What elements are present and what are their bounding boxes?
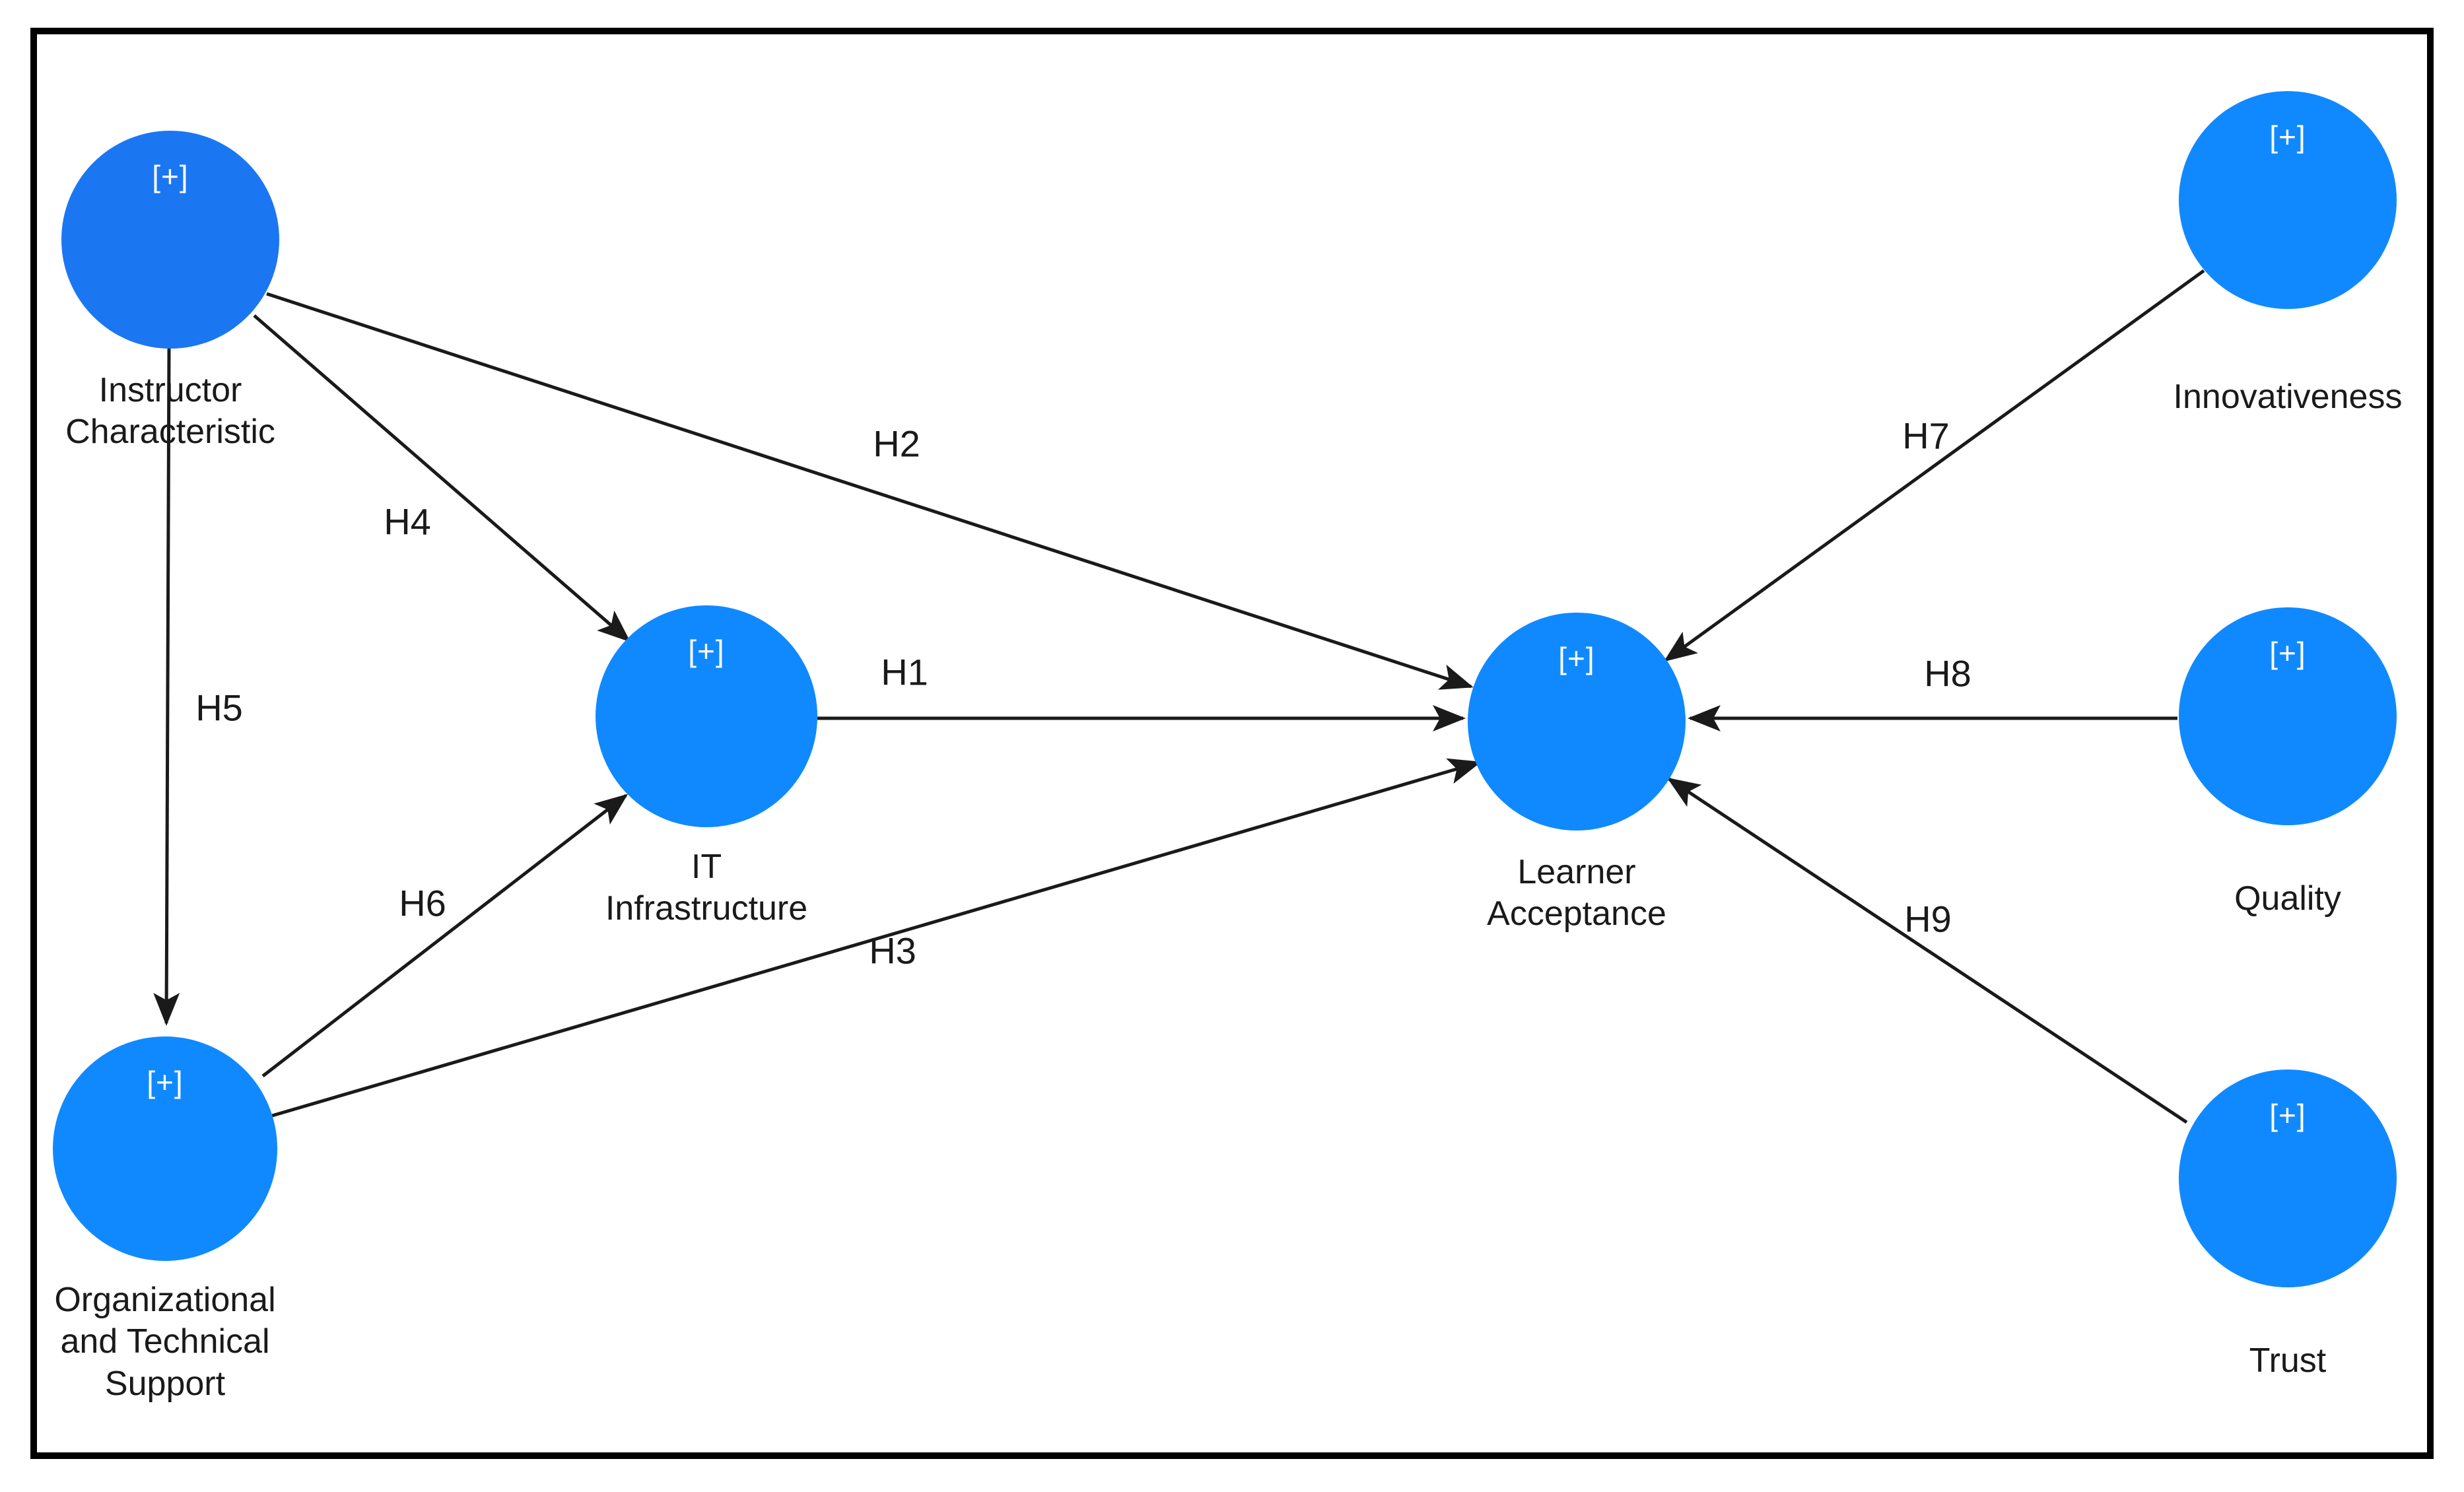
node-label-orgsupport: Organizational and Technical Support [54,1281,276,1403]
node-label-learner: Learner Acceptance [1487,853,1666,933]
edge-label-h9: H9 [1904,898,1952,940]
edge-h9 [1666,777,2188,1124]
edge-label-h1: H1 [881,651,928,693]
edge-label-h8: H8 [1924,652,1971,695]
node-label-it: IT Infrastructure [605,848,808,928]
node-marker-innovativeness: [+] [2269,119,2306,154]
edge-label-h4: H4 [384,500,431,543]
edge-h2 [266,292,1474,690]
node-it[interactable] [596,605,817,827]
node-label-trust: Trust [2249,1341,2327,1380]
node-marker-trust: [+] [2269,1098,2306,1132]
node-trust[interactable] [2179,1069,2397,1287]
node-marker-it: [+] [688,634,725,668]
edge-h6 [261,794,629,1077]
node-instructor[interactable] [61,131,279,349]
node-learner[interactable] [1468,613,1686,831]
node-label-instructor: Instructor Characteristic [65,371,275,452]
node-marker-quality: [+] [2269,636,2306,670]
edge-label-h7: H7 [1902,415,1950,457]
edge-lines [153,269,2205,1124]
node-innovativeness[interactable] [2179,91,2397,309]
node-orgsupport[interactable] [53,1036,277,1261]
node-label-quality: Quality [2234,879,2341,918]
edge-h5 [153,348,180,1026]
node-label-innovativeness: Innovativeness [2173,378,2403,416]
edge-label-h6: H6 [399,882,446,924]
edge-label-h2: H2 [873,423,920,465]
node-marker-learner: [+] [1558,641,1595,675]
node-quality[interactable] [2179,607,2397,825]
diagram-frame [30,28,2434,1459]
edge-h3 [271,758,1482,1118]
edge-h4 [253,314,631,642]
node-marker-orgsupport: [+] [147,1065,184,1099]
edge-h7 [1663,269,2205,662]
edge-label-h3: H3 [869,930,916,972]
node-marker-instructor: [+] [152,159,189,193]
edge-label-h5: H5 [195,687,243,729]
